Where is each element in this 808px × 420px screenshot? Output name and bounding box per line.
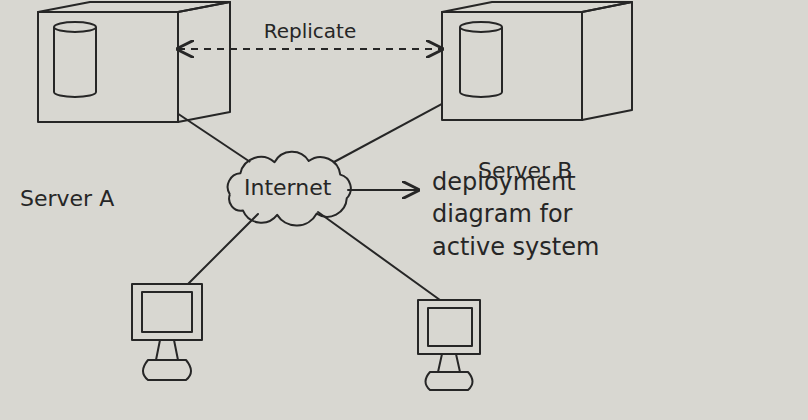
node-label: Server A [20, 186, 114, 211]
database-cylinder [460, 22, 502, 97]
note-arrow [348, 189, 418, 191]
node-label: Internet [244, 175, 331, 200]
network-link [334, 104, 442, 162]
network-wire [318, 212, 440, 300]
replication-link [178, 48, 442, 50]
client-monitor [418, 300, 480, 390]
server-node: Server A [14, 0, 242, 222]
server-node: Server B [432, 0, 638, 196]
network-wire [188, 214, 258, 284]
network-link [178, 114, 250, 162]
client-monitor [132, 284, 202, 380]
edge-label: Replicate [261, 19, 360, 43]
database-cylinder [54, 22, 96, 97]
cloud-node: Internet [222, 156, 353, 218]
diagram-note: deployment diagram for active system [432, 166, 622, 263]
